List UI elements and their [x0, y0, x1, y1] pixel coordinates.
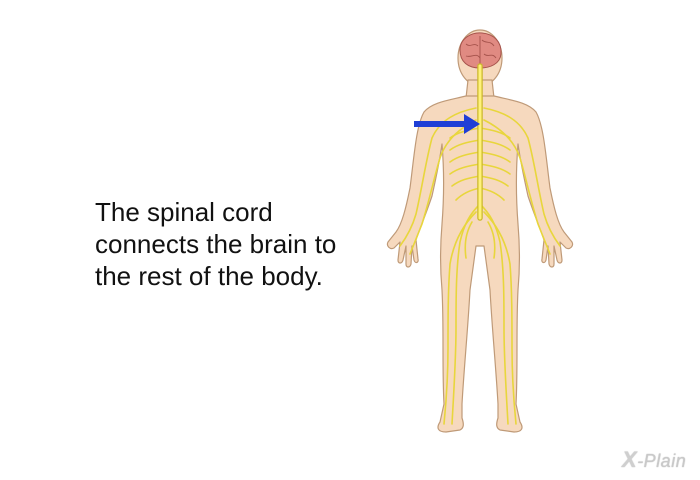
logo-mark: X [622, 447, 638, 472]
caption-line-2: connects the brain to [95, 229, 337, 259]
brain [459, 32, 502, 69]
body-illustration [386, 29, 574, 433]
nervous-system-figure [380, 28, 600, 468]
logo-text: -Plain [637, 451, 687, 471]
caption-line-1: The spinal cord [95, 197, 273, 227]
diagram-caption: The spinal cord connects the brain to th… [95, 196, 385, 292]
caption-line-3: the rest of the body. [95, 261, 323, 291]
xplain-logo-icon: X-Plain [622, 447, 698, 477]
nerve-network [399, 67, 561, 425]
arrow-right-icon [414, 114, 480, 134]
